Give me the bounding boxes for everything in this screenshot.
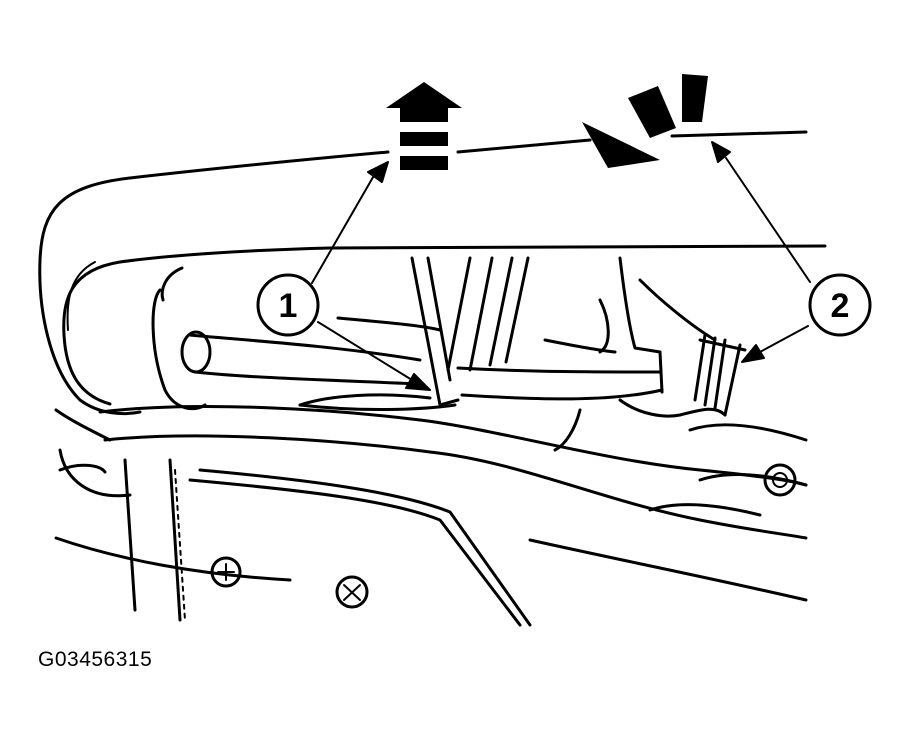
- leader-lines: [311, 141, 811, 391]
- handle-mechanism: [151, 256, 747, 452]
- outward-arrow-icon: [582, 74, 708, 168]
- up-arrow-icon: [386, 82, 462, 170]
- trim-panel: [38, 130, 827, 416]
- callout-1: 1: [256, 273, 320, 337]
- callout-2-label: 2: [831, 287, 850, 325]
- callout-2: 2: [808, 273, 872, 337]
- callout-1-label: 1: [279, 287, 298, 325]
- figure-id: G03456315: [38, 648, 153, 671]
- door-frame: [54, 405, 808, 627]
